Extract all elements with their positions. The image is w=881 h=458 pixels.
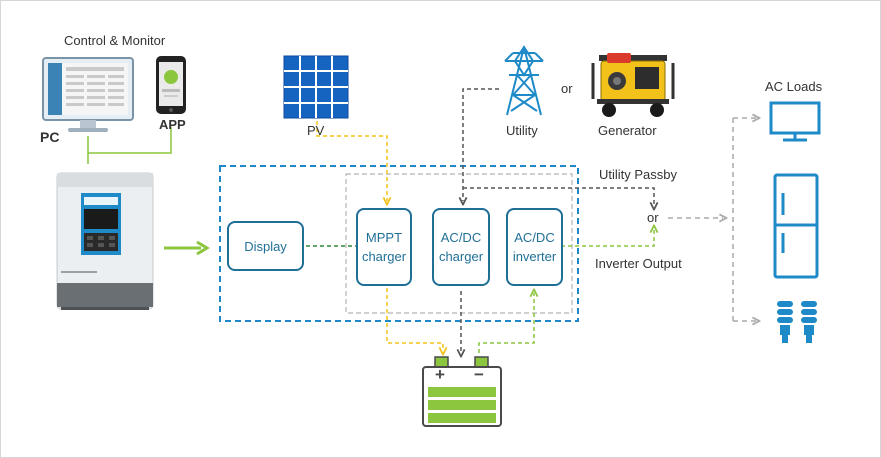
- display-block-label: Display: [244, 238, 287, 254]
- acdc-inverter-line1: AC/DC: [514, 230, 555, 245]
- display-block: Display: [227, 221, 304, 271]
- inverter-unit-icon: [56, 172, 154, 310]
- arrow-right-icon: [164, 240, 210, 256]
- battery-plus-label: +: [435, 365, 445, 384]
- monitor-wire: [87, 127, 172, 164]
- bulb-icon: [777, 301, 817, 343]
- inverter-output-line: [561, 229, 654, 247]
- pc-monitor-icon: [42, 57, 134, 132]
- mppt-charger-block: MPPT charger: [356, 208, 412, 286]
- converter-enclosure: [345, 173, 573, 314]
- acdc-inverter-line2: inverter: [512, 249, 557, 264]
- or-mid-label: or: [647, 210, 659, 225]
- acdc-charger-block: AC/DC charger: [432, 208, 490, 286]
- ac-loads-label: AC Loads: [765, 79, 823, 94]
- mppt-line1: MPPT: [365, 230, 403, 245]
- generator-icon: [591, 53, 675, 117]
- or-top-label: or: [561, 81, 573, 96]
- acdc-charger-line1: AC/DC: [440, 230, 482, 245]
- fridge-icon: [773, 173, 819, 279]
- mppt-battery-line: [386, 288, 443, 351]
- grid-line: [463, 88, 499, 201]
- generator-label: Generator: [598, 123, 657, 138]
- mppt-line2: charger: [361, 249, 407, 264]
- pv-label: PV: [307, 123, 325, 138]
- pc-label: PC: [40, 129, 60, 145]
- system-enclosure: [219, 165, 579, 322]
- solar-panel-icon: [283, 55, 349, 119]
- battery-minus-label: −: [474, 365, 484, 384]
- pylon-icon: [504, 45, 544, 116]
- smartphone-icon: [156, 56, 186, 114]
- acdc-charger-line2: charger: [438, 249, 484, 264]
- inverter-output-label: Inverter Output: [595, 256, 682, 271]
- battery-inverter-line: [478, 293, 534, 353]
- pv-line: [316, 121, 387, 201]
- acdc-inverter-block: AC/DC inverter: [506, 208, 563, 286]
- battery-icon: [422, 356, 502, 427]
- app-label: APP: [159, 117, 186, 132]
- passby-line: [463, 187, 654, 206]
- utility-label: Utility: [506, 123, 538, 138]
- control-monitor-label: Control & Monitor: [64, 33, 166, 48]
- tv-icon: [769, 101, 821, 142]
- utility-passby-label: Utility Passby: [599, 167, 678, 182]
